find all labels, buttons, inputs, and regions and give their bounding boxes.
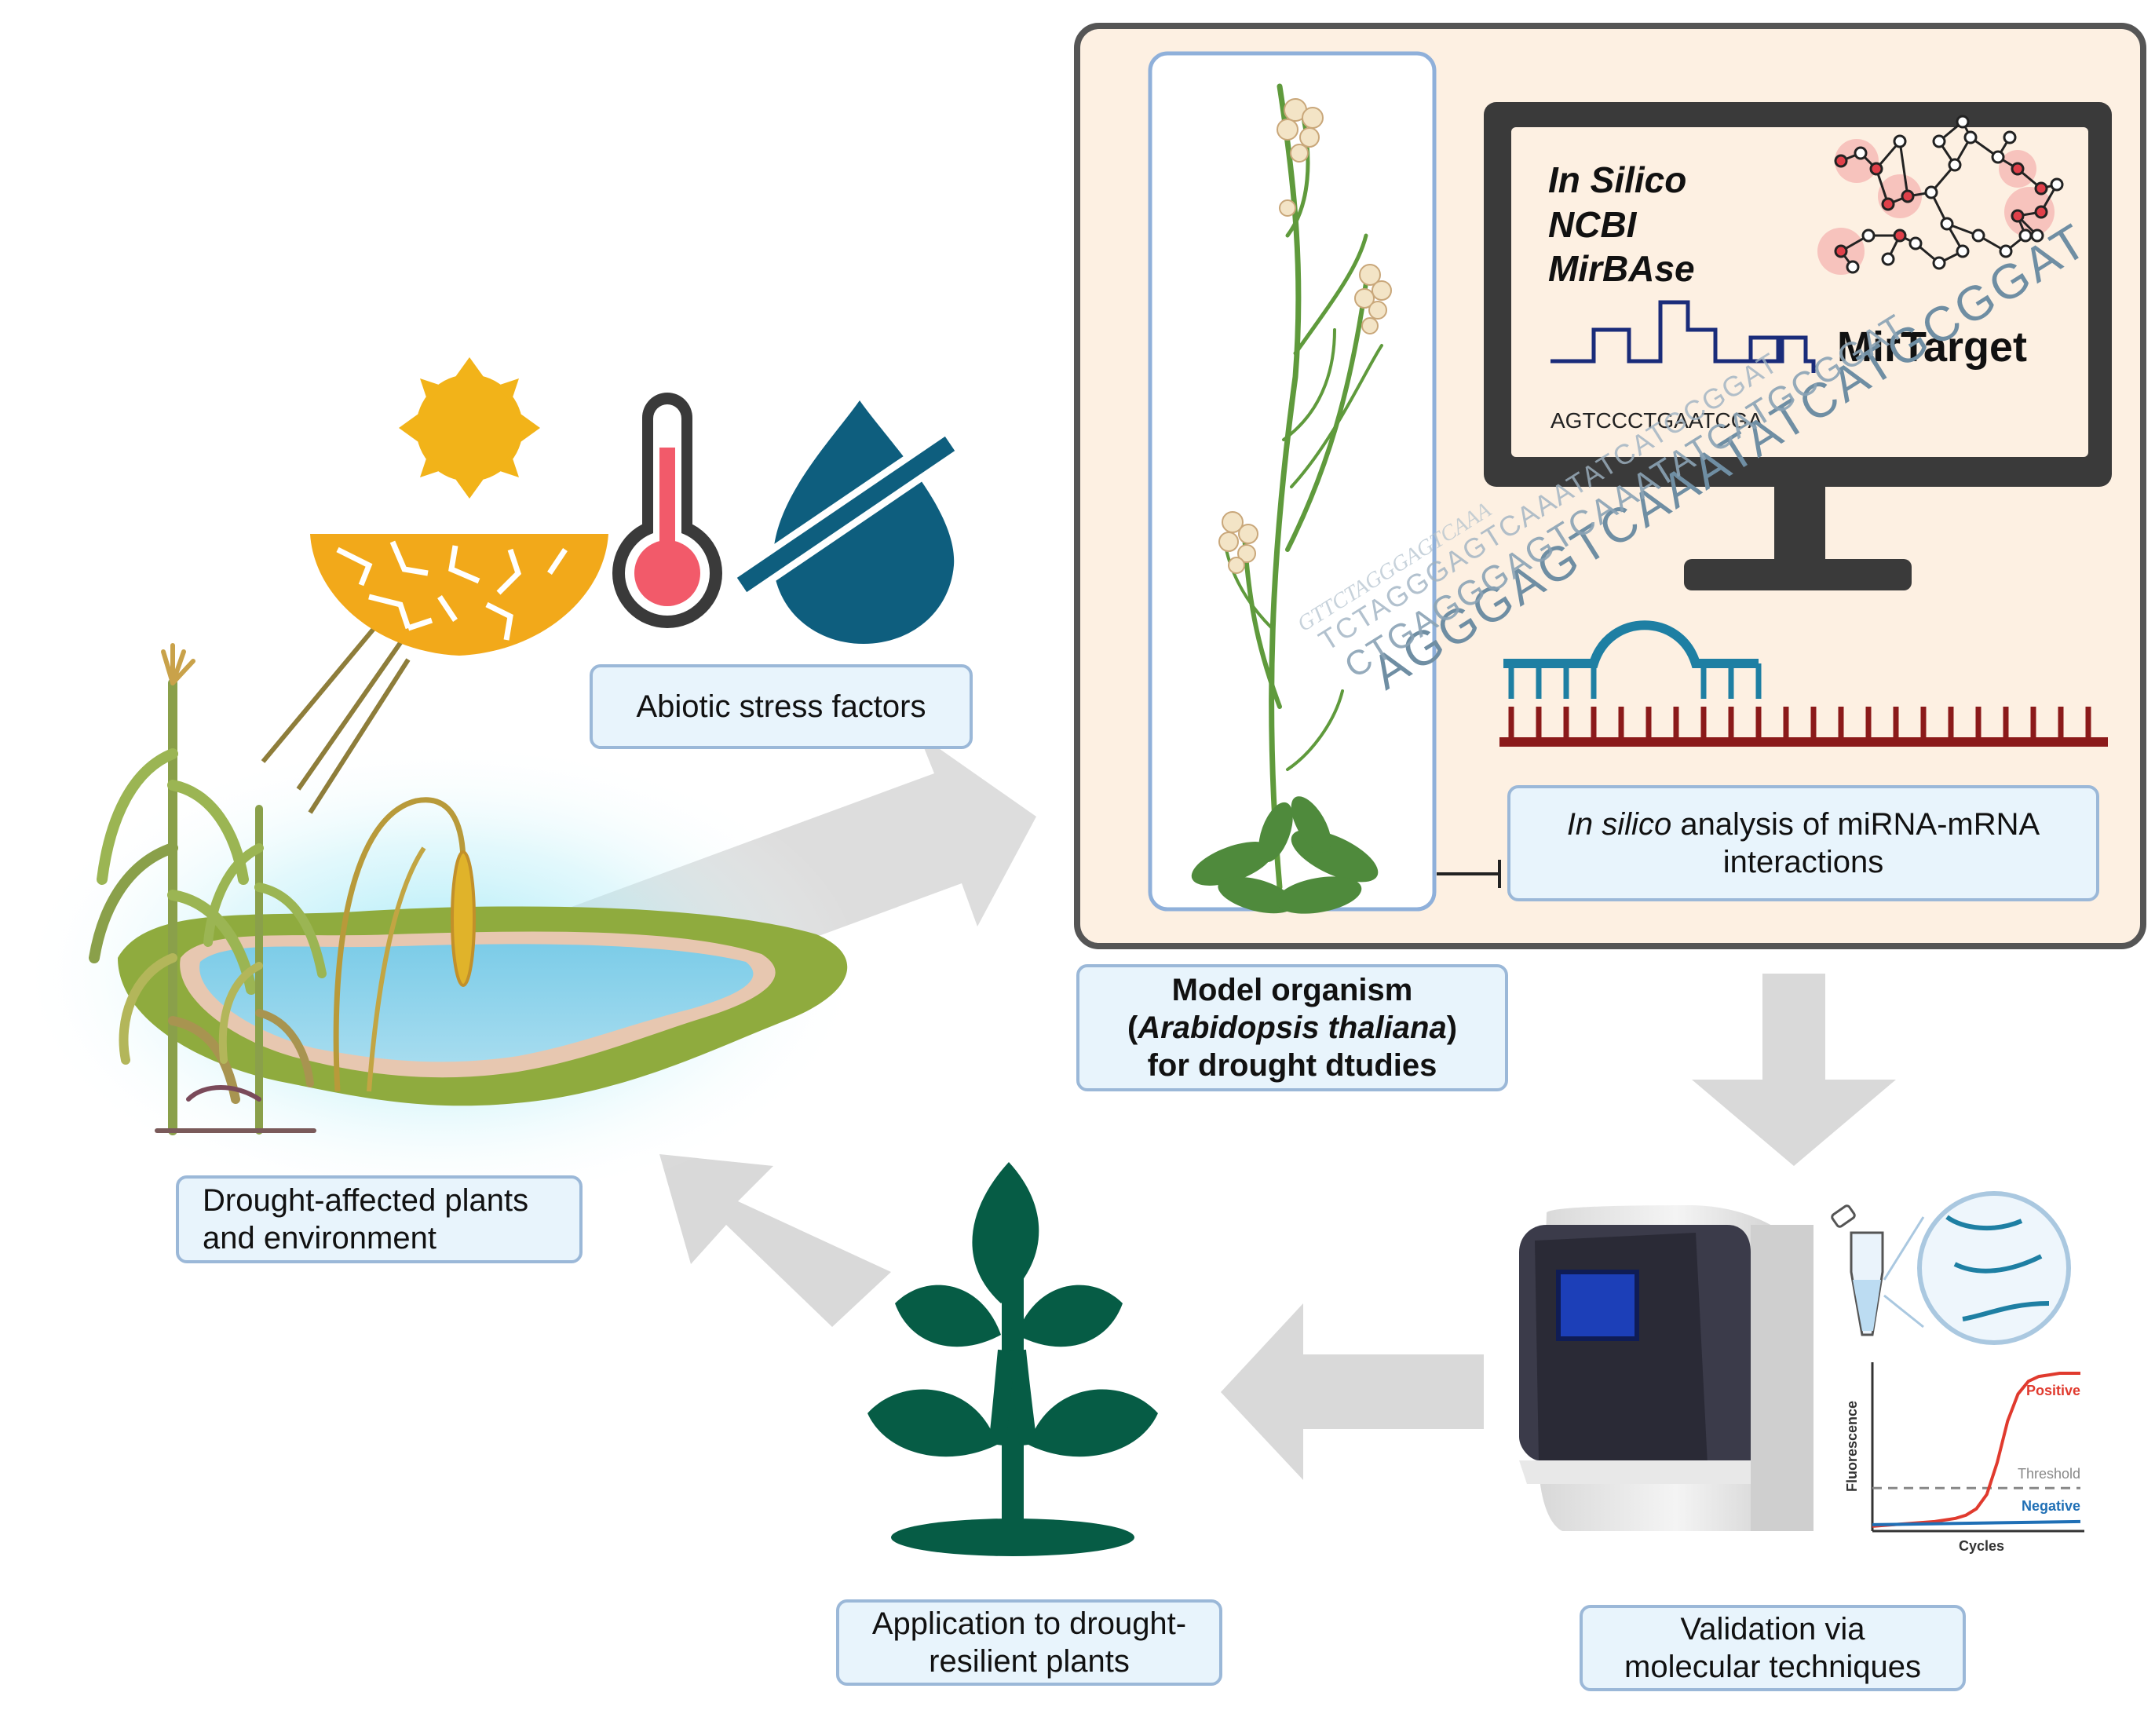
- corn-plants: [89, 643, 327, 1135]
- series-label-negative: Negative: [2022, 1498, 2080, 1514]
- threshold-label: Threshold: [2018, 1466, 2080, 1482]
- model-organism-label-box: Model organism (Arabidopsis thaliana) fo…: [1076, 964, 1508, 1091]
- drought-label-line2: and environment: [203, 1221, 436, 1255]
- monitor-line2: NCBI: [1548, 204, 1638, 245]
- arrow-to-drought: [659, 1154, 891, 1327]
- validation-line2: molecular techniques: [1624, 1650, 1921, 1684]
- monitor-tool-label: MirTarget: [1837, 323, 2027, 371]
- application-line2: resilient plants: [929, 1644, 1130, 1679]
- monitor-line1: In Silico: [1548, 159, 1686, 200]
- series-label-positive: Positive: [2026, 1383, 2080, 1398]
- sample-tube-icon: [1831, 1191, 2071, 1345]
- drought-label-box: Drought-affected plants and environment: [176, 1175, 583, 1263]
- thermometer-icon: [612, 393, 722, 628]
- model-species: Arabidopsis thaliana: [1138, 1011, 1447, 1045]
- no-water-drop-icon: [732, 400, 959, 644]
- sequence-signal: [1551, 300, 1816, 373]
- monitor-line3: MirBAse: [1548, 248, 1695, 289]
- model-label-line1: Model organism: [1171, 973, 1413, 1007]
- validation-line1: Validation via: [1680, 1612, 1865, 1646]
- resilient-plant-icon: [867, 1162, 1158, 1556]
- application-label-box: Application to drought- resilient plants: [836, 1599, 1222, 1686]
- drought-label-line1: Drought-affected plants: [203, 1183, 529, 1218]
- monitor-sequence: AGTCCCTGAATCGA: [1551, 408, 1762, 433]
- arabidopsis-plant: [1223, 83, 1383, 890]
- connector-line: [1437, 860, 1501, 888]
- application-line1: Application to drought-: [871, 1606, 1187, 1641]
- chart-xlabel: Cycles: [1959, 1538, 2004, 1554]
- mirna-mrna-binding-icon: [1499, 620, 2108, 747]
- in-silico-line2: interactions: [1722, 845, 1884, 879]
- network-graph-icon: [1817, 115, 2064, 275]
- qpcr-machine-icon: [1519, 1205, 1813, 1531]
- arabidopsis-rosette: [1191, 796, 1379, 914]
- validation-label-box: Validation via molecular techniques: [1580, 1605, 1966, 1691]
- in-silico-rest: analysis of miRNA-mRNA: [1671, 807, 2040, 842]
- sun-icon: [399, 357, 540, 499]
- model-label-line3: for drought dtudies: [1147, 1048, 1437, 1083]
- abiotic-label: Abiotic stress factors: [636, 689, 926, 724]
- in-silico-label-box: In silico analysis of miRNA-mRNA interac…: [1507, 785, 2099, 901]
- cracked-soil-icon: [310, 534, 608, 656]
- series-line-negative: [1872, 1519, 2081, 1526]
- arrow-down: [1692, 974, 1896, 1166]
- drought-scene: [16, 595, 864, 1209]
- computer-monitor: [1484, 102, 2112, 590]
- model-paren-open: (: [1127, 1011, 1138, 1045]
- in-silico-italic: In silico: [1566, 807, 1672, 842]
- arrow-left-to-application: [1221, 1303, 1484, 1480]
- abiotic-label-box: Abiotic stress factors: [590, 664, 973, 749]
- chart-ylabel: Fluorescence: [1844, 1401, 1860, 1492]
- wheat-plant: [333, 797, 476, 1092]
- amplification-chart: Fluorescence Cycles Threshold PositiveNe…: [1844, 1362, 2084, 1554]
- arabidopsis-flowers: [1218, 98, 1392, 574]
- series-line-positive: [1872, 1372, 2080, 1528]
- model-paren-close: ): [1446, 1011, 1458, 1045]
